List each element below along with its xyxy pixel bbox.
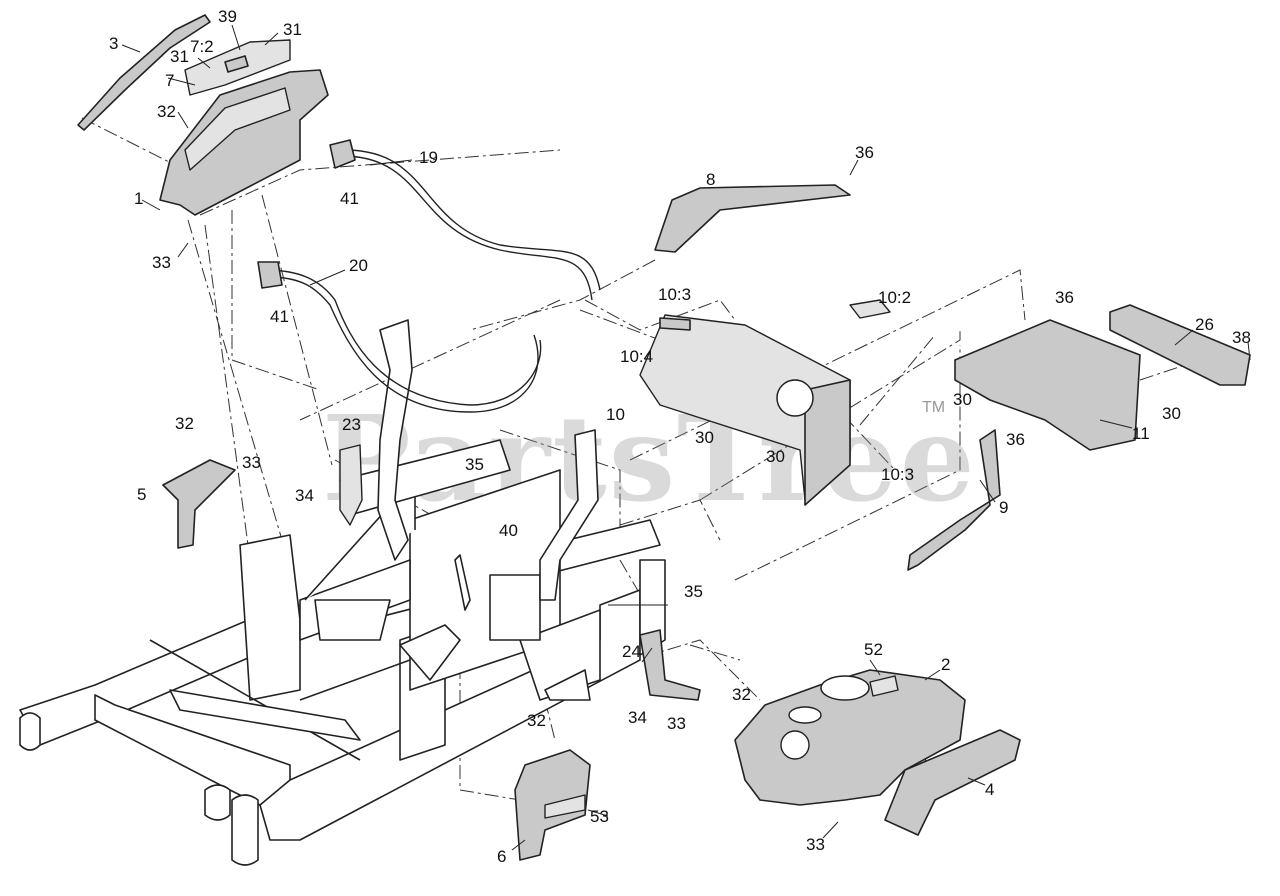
- chassis-frame: [19, 439, 666, 866]
- callout-label: 26: [1195, 315, 1214, 334]
- callout-label: 10:3: [881, 465, 914, 484]
- watermark-trademark: TM: [922, 399, 945, 416]
- console-cover-part-1: [159, 69, 329, 216]
- cable-bracket-20: [257, 261, 283, 289]
- callout-label: 34: [628, 708, 647, 727]
- callout-label: 5: [137, 485, 146, 504]
- panel-hole: [776, 379, 814, 417]
- callout-label: 35: [684, 582, 703, 601]
- callout-label: 10:4: [620, 347, 653, 366]
- callout-label: 7:2: [190, 37, 214, 56]
- callout-label: 30: [695, 428, 714, 447]
- callout-label: 33: [667, 714, 686, 733]
- callout-label: 6: [497, 847, 506, 866]
- callout-label: 41: [340, 189, 359, 208]
- callout-label: 52: [864, 640, 883, 659]
- callout-label: 33: [152, 253, 171, 272]
- callout-label: 7: [165, 71, 174, 90]
- leader-lines: [121, 24, 1251, 851]
- callout-label: 31: [170, 47, 189, 66]
- watermark-text: PartsTree: [322, 389, 977, 528]
- callout-label: 34: [295, 486, 314, 505]
- callout-label: 10: [606, 405, 625, 424]
- callout-label: 4: [985, 780, 994, 799]
- callout-label: 30: [766, 447, 785, 466]
- callout-label: 23: [342, 415, 361, 434]
- bracket-part-9: [907, 429, 1001, 571]
- callout-label: 41: [270, 307, 289, 326]
- bracket-part-11: [954, 319, 1141, 451]
- callout-label: 19: [419, 148, 438, 167]
- callout-label: 35: [465, 455, 484, 474]
- callout-label: 1: [134, 189, 143, 208]
- tube-part-10-2: [849, 299, 891, 319]
- callout-label: 40: [499, 521, 518, 540]
- switch-part-52: [869, 675, 899, 697]
- panel-tab-10-4: [659, 317, 691, 331]
- callout-label: 3: [109, 34, 118, 53]
- throttle-cables: [257, 139, 601, 413]
- callout-label: 8: [706, 170, 715, 189]
- callout-label: 32: [527, 711, 546, 730]
- callout-label: 11: [1132, 424, 1150, 443]
- callout-label: 31: [283, 20, 302, 39]
- bracket-part-8: [654, 184, 851, 253]
- bracket-part-23: [339, 444, 363, 526]
- cable-bracket-19: [329, 139, 356, 169]
- callout-label: 32: [732, 685, 751, 704]
- callout-label: 10:2: [878, 288, 911, 307]
- trim-strip-part-3: [77, 14, 211, 131]
- callout-label: 36: [1055, 288, 1074, 307]
- callout-label: 2: [941, 655, 950, 674]
- callout-label: 33: [806, 835, 825, 854]
- console-opening: [788, 706, 822, 724]
- callout-label: 9: [999, 498, 1008, 517]
- console-cover-inner: [184, 87, 291, 171]
- callout-label: 24: [622, 642, 641, 661]
- callout-label: 36: [1006, 430, 1025, 449]
- bracket-part-24: [639, 629, 701, 701]
- callout-label: 20: [349, 256, 368, 275]
- callout-label: 36: [855, 143, 874, 162]
- callout-label: 33: [242, 453, 261, 472]
- drive-levers: [377, 319, 599, 601]
- control-panel-side: [804, 379, 851, 506]
- handle-part-26: [1109, 304, 1251, 386]
- callout-label: 10:3: [658, 285, 691, 304]
- callout-label: 30: [1162, 404, 1181, 423]
- callout-labels: 3 39 31 7:2 31 7 32 1 33 19 41 20 41 8 3…: [109, 7, 1251, 866]
- brand-badge: [780, 730, 810, 760]
- cup-holder: [820, 675, 870, 701]
- callout-label: 32: [157, 102, 176, 121]
- callout-label: 53: [590, 807, 609, 826]
- watermark: PartsTree TM: [322, 389, 977, 528]
- switch-part-39: [224, 55, 249, 73]
- callout-label: 30: [953, 390, 972, 409]
- callout-label: 32: [175, 414, 194, 433]
- callout-label: 39: [218, 7, 237, 26]
- decal-part-53: [544, 794, 586, 819]
- callout-label: 38: [1232, 328, 1251, 347]
- bracket-part-5: [162, 459, 236, 549]
- trim-part-4: [884, 729, 1021, 836]
